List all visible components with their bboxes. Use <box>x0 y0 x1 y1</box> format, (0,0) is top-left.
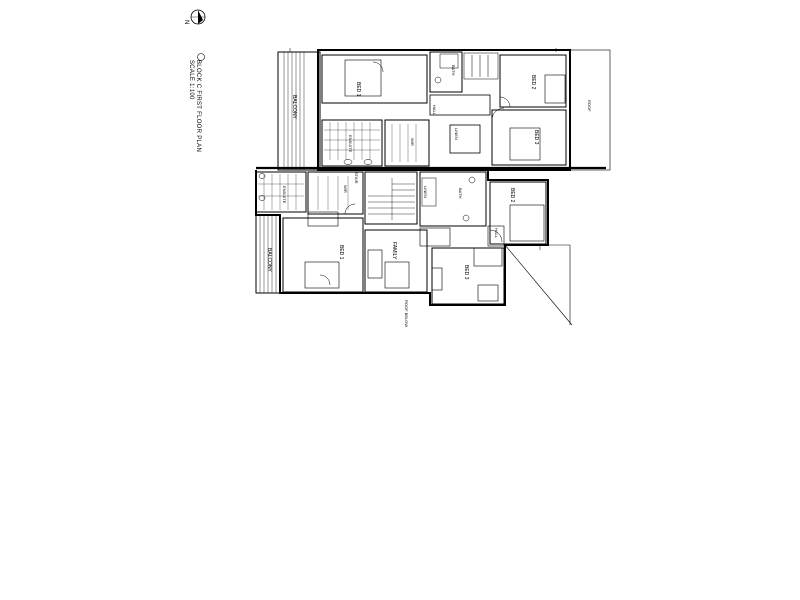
bed1-upper-room <box>321 54 428 104</box>
bath-lower-label: BATH <box>458 188 463 198</box>
stair-lower <box>364 171 418 225</box>
bed2-upper-room <box>499 54 567 108</box>
wir-upper-label: WIR <box>410 138 415 146</box>
bed3-lower-label: BED 3 <box>463 265 469 280</box>
ensuite-lower-label: ENSUITE <box>282 186 287 204</box>
lower-unit <box>255 170 573 326</box>
wir-lower-label: WIR <box>343 185 348 193</box>
ensuite-upper-label: ENSUITE <box>348 135 353 153</box>
family-label: FAMILY <box>391 242 397 260</box>
hall-upper-room <box>429 94 491 116</box>
stair-lower-label: STAIR <box>354 172 359 184</box>
bed1-lower-label: BED 1 <box>338 245 344 260</box>
bed3-upper-label: BED 3 <box>533 130 539 145</box>
scale-marker-icon <box>197 53 205 61</box>
wir-lower-room <box>307 171 364 215</box>
hall-lower-label: HALL <box>494 228 499 239</box>
bath-lower-room <box>419 171 487 227</box>
linen-upper-label: LINEN <box>454 128 459 140</box>
roof-upper-label: ROOF <box>587 100 592 112</box>
plan-title: BLOCK C FIRST FLOOR PLAN <box>195 60 201 152</box>
wir-upper-room <box>384 119 430 167</box>
upper-unit <box>256 48 611 171</box>
bath-upper-room <box>429 51 463 93</box>
north-arrow-icon <box>190 9 206 25</box>
bed1-upper-label: BED 1 <box>355 82 361 97</box>
north-label: N <box>183 20 189 25</box>
bed3-upper-room <box>491 109 567 166</box>
balcony-upper-decking <box>283 52 305 170</box>
balcony-lower-decking <box>259 215 277 293</box>
upper-labels: BED 1 BATH BED 2 BED 3 HALL LINEN ENSUIT… <box>291 65 592 153</box>
ensuite-lower-room <box>255 171 307 213</box>
linen-upper-room <box>449 124 481 154</box>
title-block: N BLOCK C FIRST FLOOR PLAN SCALE 1:100 <box>183 9 206 152</box>
bed1-lower-room <box>282 217 364 293</box>
bathtub-upper <box>439 53 459 69</box>
wardrobe-upper <box>463 52 499 80</box>
lower-unit-outline <box>255 170 549 306</box>
ensuite-upper-room <box>321 119 383 167</box>
wir-upper-rails <box>391 124 417 162</box>
family-room <box>364 229 428 293</box>
hall-lower-room <box>487 225 505 247</box>
linen-lower-label: LINEN <box>423 186 428 198</box>
roof-upper-area <box>569 49 611 171</box>
ensuite-upper-tiles <box>324 122 380 160</box>
bed2-lower-room <box>489 181 547 245</box>
bed2-lower-label: BED 2 <box>509 188 515 203</box>
plan-scale: SCALE 1:100 <box>188 60 194 100</box>
balcony-upper-label: BALCONY <box>291 95 297 120</box>
lower-labels: ENSUITE WIR STAIR BATH LINEN BED 2 HALL … <box>266 172 515 327</box>
bath-upper-label: BATH <box>451 65 456 75</box>
balcony-lower-label: BALCONY <box>266 248 272 273</box>
hall-upper-label: HALL <box>432 105 437 116</box>
roof-below-label: ROOF BELOW <box>404 300 409 327</box>
bed1-upper-bed <box>344 59 382 97</box>
linen-lower-room <box>419 227 451 247</box>
balcony-upper-area <box>277 51 321 171</box>
ensuite-lower-tiles <box>258 174 304 210</box>
roof-below-lines <box>504 244 573 326</box>
bed2-upper-label: BED 2 <box>530 75 536 90</box>
stair-treads <box>368 178 415 220</box>
